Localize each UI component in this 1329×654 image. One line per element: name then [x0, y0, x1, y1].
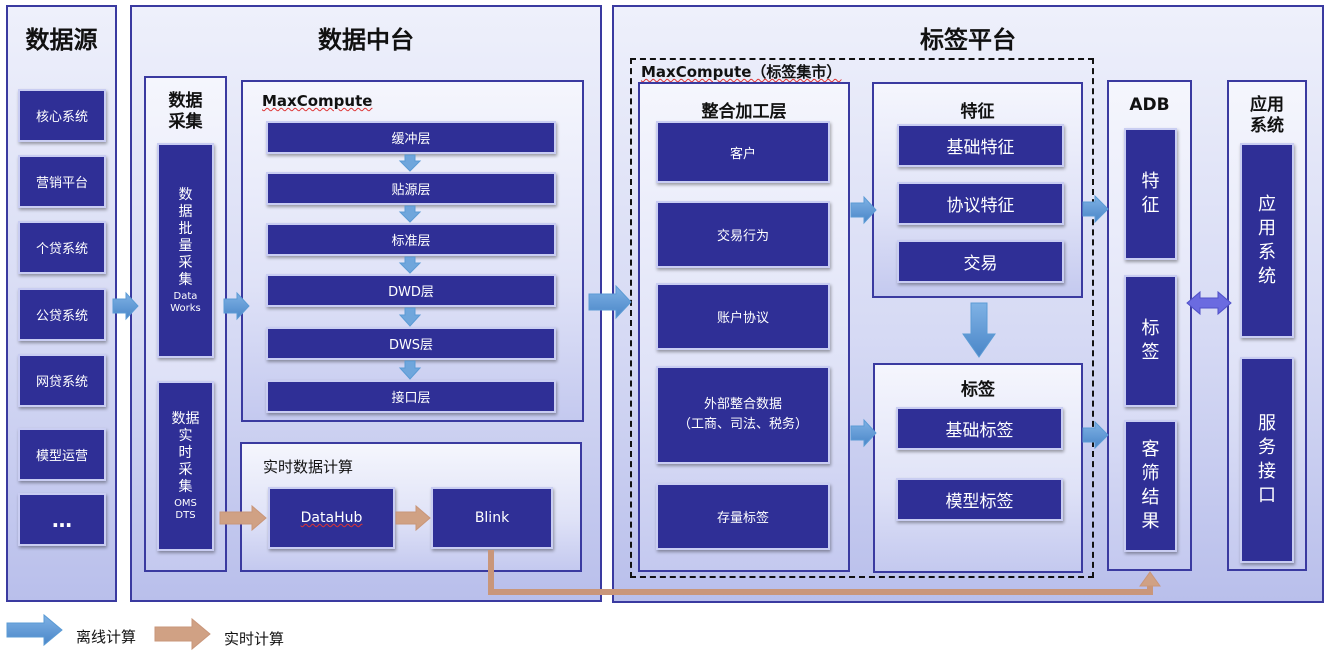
- source-item-corporate-loan: 公贷系统: [18, 288, 106, 341]
- integration-item-transaction: 交易行为: [656, 201, 830, 268]
- maxcompute-title: MaxCompute: [262, 92, 372, 110]
- arrow-integration-to-feature: [850, 195, 877, 225]
- source-item-personal-loan: 个贷系统: [18, 221, 106, 274]
- maxcompute-title-text: MaxCompute: [262, 92, 373, 110]
- middle-title: 数据中台: [318, 26, 414, 54]
- integration-item-customer: 客户: [656, 121, 830, 183]
- source-item-more: …: [18, 493, 106, 546]
- realtime-collect-tool: OMS DTS: [174, 497, 197, 521]
- batch-collect-tool: Data Works: [170, 290, 201, 314]
- adb-item-screen-result: 客 筛 结 果: [1124, 420, 1177, 552]
- layer-standard: 标准层: [266, 223, 556, 256]
- adb-item-tag: 标 签: [1124, 275, 1177, 407]
- realtime-collect-label: 数据 实 时 采 集: [171, 410, 200, 495]
- feature-title: 特征: [960, 102, 995, 122]
- integration-item-external: 外部整合数据 （工商、司法、税务）: [656, 366, 830, 464]
- blink-node: Blink: [431, 487, 553, 549]
- realtime-collect-box: 数据 实 时 采 集 OMS DTS: [157, 381, 214, 551]
- layer-interface: 接口层: [266, 380, 556, 413]
- tag-item-basic: 基础标签: [896, 407, 1063, 450]
- layer-dwd: DWD层: [266, 274, 556, 307]
- batch-collect-box: 数 据 批 量 采 集 Data Works: [157, 143, 214, 358]
- arrow-datahub-to-blink: [395, 504, 431, 532]
- integration-title: 整合加工层: [701, 102, 787, 122]
- legend-realtime-arrow: [154, 617, 211, 651]
- legend-offline-label: 离线计算: [76, 628, 137, 646]
- adb-item-feature: 特 征: [1124, 128, 1177, 260]
- feature-item-agreement: 协议特征: [897, 182, 1064, 225]
- arrow-tag-to-adb: [1082, 420, 1109, 450]
- layer-dws: DWS层: [266, 327, 556, 360]
- source-item-model-ops: 模型运营: [18, 428, 106, 481]
- tag-mart-boundary: [630, 58, 1094, 578]
- arrow-feature-to-tag: [962, 302, 996, 358]
- tag-panel: [873, 363, 1083, 573]
- collect-title: 数据 采集: [168, 91, 203, 132]
- arrow-feature-to-adb: [1082, 194, 1109, 224]
- arrow-adb-app-bidirectional: [1186, 290, 1232, 316]
- integration-item-stock-tags: 存量标签: [656, 483, 830, 550]
- arrow-collect-to-maxcompute: [223, 291, 250, 321]
- legend-offline-arrow: [6, 613, 63, 647]
- source-item-marketing: 营销平台: [18, 155, 106, 208]
- tag-mart-title: MaxCompute（标签集市）: [641, 61, 841, 82]
- arrow-realtime-collect-to-datahub: [219, 504, 267, 532]
- arrow-blink-to-adb: [488, 550, 1153, 595]
- batch-collect-label: 数 据 批 量 采 集: [178, 186, 193, 288]
- datahub-node: DataHub: [268, 487, 395, 549]
- tag-item-model: 模型标签: [896, 478, 1063, 521]
- app-title: 应用 系统: [1250, 95, 1284, 136]
- integration-item-account: 账户协议: [656, 283, 830, 350]
- adb-title: ADB: [1129, 95, 1170, 115]
- feature-item-basic: 基础特征: [897, 124, 1064, 167]
- layer-buffer: 缓冲层: [266, 121, 556, 154]
- legend-realtime-label: 实时计算: [224, 630, 285, 648]
- tag-platform-title: 标签平台: [920, 26, 1016, 54]
- arrow-integration-to-tag: [850, 418, 877, 448]
- layer-down-arrows: [398, 154, 422, 380]
- app-item-application: 应 用 系 统: [1240, 143, 1294, 338]
- layer-ods: 贴源层: [266, 172, 556, 205]
- arrow-source-to-collect: [112, 291, 139, 321]
- datahub-label: DataHub: [300, 510, 363, 526]
- app-item-service-interface: 服 务 接 口: [1240, 357, 1294, 563]
- source-item-online-loan: 网贷系统: [18, 354, 106, 407]
- feature-item-transaction: 交易: [897, 240, 1064, 283]
- realtime-compute-title: 实时数据计算: [263, 458, 354, 476]
- source-title: 数据源: [25, 26, 98, 54]
- tag-mart-title-text: MaxCompute（标签集市）: [641, 63, 842, 81]
- source-item-core: 核心系统: [18, 89, 106, 142]
- arrow-middle-to-tag: [588, 284, 632, 320]
- tag-title: 标签: [961, 380, 995, 400]
